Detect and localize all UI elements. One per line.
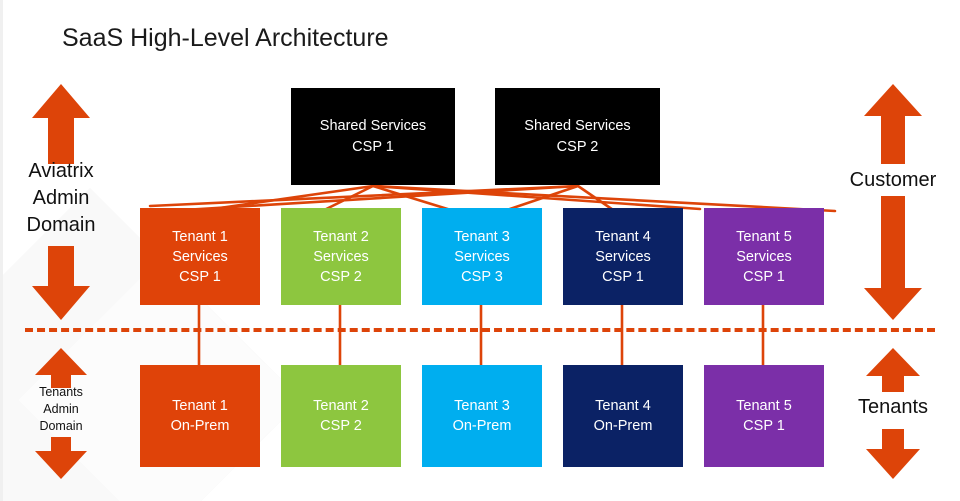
tenant-location-1-line1: Tenant 1 xyxy=(172,398,228,414)
tenant-services-box-5[interactable]: Tenant 5 Services CSP 1 xyxy=(704,208,824,305)
tenants-admin-domain-line1: Tenants xyxy=(39,385,83,399)
tenant-services-1-line3: CSP 1 xyxy=(179,268,221,285)
tenant-services-3-line1: Tenant 3 xyxy=(454,228,510,245)
aviatrix-admin-domain-line2: Admin xyxy=(32,187,90,209)
arrow-head-down xyxy=(864,288,922,320)
tenants-up-arrow xyxy=(866,348,920,392)
aviatrix-admin-domain-up-arrow xyxy=(32,84,90,164)
tenant-services-5-line2: Services xyxy=(736,248,792,265)
tenant-services-4-line2: Services xyxy=(595,248,651,265)
tenant-services-5-line1: Tenant 5 xyxy=(736,228,792,245)
tenant-location-box-4[interactable]: Tenant 4 On-Prem xyxy=(563,365,683,467)
tenant-services-5-line3: CSP 1 xyxy=(743,268,785,285)
tenant-location-1-line2: On-Prem xyxy=(170,418,230,434)
arrow-head-down xyxy=(32,286,90,320)
shared-services-csp2-line1: Shared Services xyxy=(524,117,631,134)
tenants-admin-domain-up-arrow xyxy=(35,348,87,388)
arrow-shaft xyxy=(51,437,71,451)
tenants-down-arrow xyxy=(866,429,920,479)
page-title: SaaS High-Level Architecture xyxy=(62,24,389,52)
tenant-services-box-3[interactable]: Tenant 3 Services CSP 3 xyxy=(422,208,542,305)
connector-ss2-to-tenant1 xyxy=(148,184,580,208)
customer-label-text: Customer xyxy=(849,169,937,191)
aviatrix-admin-domain-line3: Domain xyxy=(26,214,96,236)
shared-services-csp1-line1: Shared Services xyxy=(319,117,427,134)
arrow-shaft xyxy=(881,116,905,164)
arrow-shaft xyxy=(48,246,74,286)
tenant-services-2-line2: Services xyxy=(313,248,369,265)
customer-label: Customer xyxy=(832,167,954,194)
arrow-head-down xyxy=(866,449,920,479)
tenant-services-1-line2: Services xyxy=(172,248,228,265)
arrow-head-up xyxy=(864,84,922,116)
arrow-head-down xyxy=(35,451,87,479)
aviatrix-admin-domain-label: Aviatrix Admin Domain xyxy=(2,158,120,239)
tenant-location-4-line2: On-Prem xyxy=(593,418,653,434)
tenant-location-3-line1: Tenant 3 xyxy=(454,398,510,414)
customer-up-arrow xyxy=(864,84,922,164)
shared-services-csp1-line2: CSP 1 xyxy=(352,138,394,155)
arrow-head-up xyxy=(35,348,87,375)
arrow-shaft xyxy=(48,118,74,164)
tenant-location-2-line1: Tenant 2 xyxy=(313,398,369,414)
connector-ss1-to-tenant4 xyxy=(371,184,702,211)
tenant-location-box-5[interactable]: Tenant 5 CSP 1 xyxy=(704,365,824,467)
tenant-location-box-3[interactable]: Tenant 3 On-Prem xyxy=(422,365,542,467)
domain-divider-dashed-line xyxy=(25,328,935,332)
tenants-label: Tenants xyxy=(832,394,954,421)
aviatrix-admin-domain-down-arrow xyxy=(32,246,90,320)
slide-left-edge xyxy=(0,0,3,501)
customer-down-arrow xyxy=(864,196,922,320)
tenant-services-3-line2: Services xyxy=(454,248,510,265)
tenant-services-1-line1: Tenant 1 xyxy=(172,228,228,245)
tenants-admin-domain-label: Tenants Admin Domain xyxy=(8,384,114,435)
tenant-location-3-line2: On-Prem xyxy=(452,418,512,434)
tenant-services-box-1[interactable]: Tenant 1 Services CSP 1 xyxy=(140,208,260,305)
tenant-location-box-1[interactable]: Tenant 1 On-Prem xyxy=(140,365,260,467)
shared-services-box-csp2[interactable]: Shared Services CSP 2 xyxy=(495,88,660,185)
tenant-services-4-line1: Tenant 4 xyxy=(595,228,651,245)
tenant-services-2-line1: Tenant 2 xyxy=(313,228,369,245)
tenant-services-box-2[interactable]: Tenant 2 Services CSP 2 xyxy=(281,208,401,305)
tenant-location-box-2[interactable]: Tenant 2 CSP 2 xyxy=(281,365,401,467)
tenants-admin-domain-line3: Domain xyxy=(39,419,83,433)
shared-services-box-csp1[interactable]: Shared Services CSP 1 xyxy=(291,88,455,185)
arrow-head-up xyxy=(32,84,90,118)
tenant-services-box-4[interactable]: Tenant 4 Services CSP 1 xyxy=(563,208,683,305)
arrow-shaft xyxy=(881,196,905,288)
tenant-location-4-line1: Tenant 4 xyxy=(595,398,651,414)
tenant-location-2-line2: CSP 2 xyxy=(320,418,362,434)
aviatrix-admin-domain-line1: Aviatrix xyxy=(28,160,94,182)
tenant-location-5-line2: CSP 1 xyxy=(743,418,785,434)
tenant-services-2-line3: CSP 2 xyxy=(320,268,362,285)
arrow-shaft xyxy=(882,429,904,449)
tenant-location-5-line1: Tenant 5 xyxy=(736,398,792,414)
tenants-admin-domain-line2: Admin xyxy=(43,402,79,416)
arrow-head-up xyxy=(866,348,920,376)
shared-services-csp2-line2: CSP 2 xyxy=(556,138,599,155)
tenants-label-text: Tenants xyxy=(857,396,929,418)
tenant-services-4-line3: CSP 1 xyxy=(602,268,644,285)
tenants-admin-domain-down-arrow xyxy=(35,437,87,479)
tenant-services-3-line3: CSP 3 xyxy=(461,268,503,285)
arrow-shaft xyxy=(882,376,904,392)
